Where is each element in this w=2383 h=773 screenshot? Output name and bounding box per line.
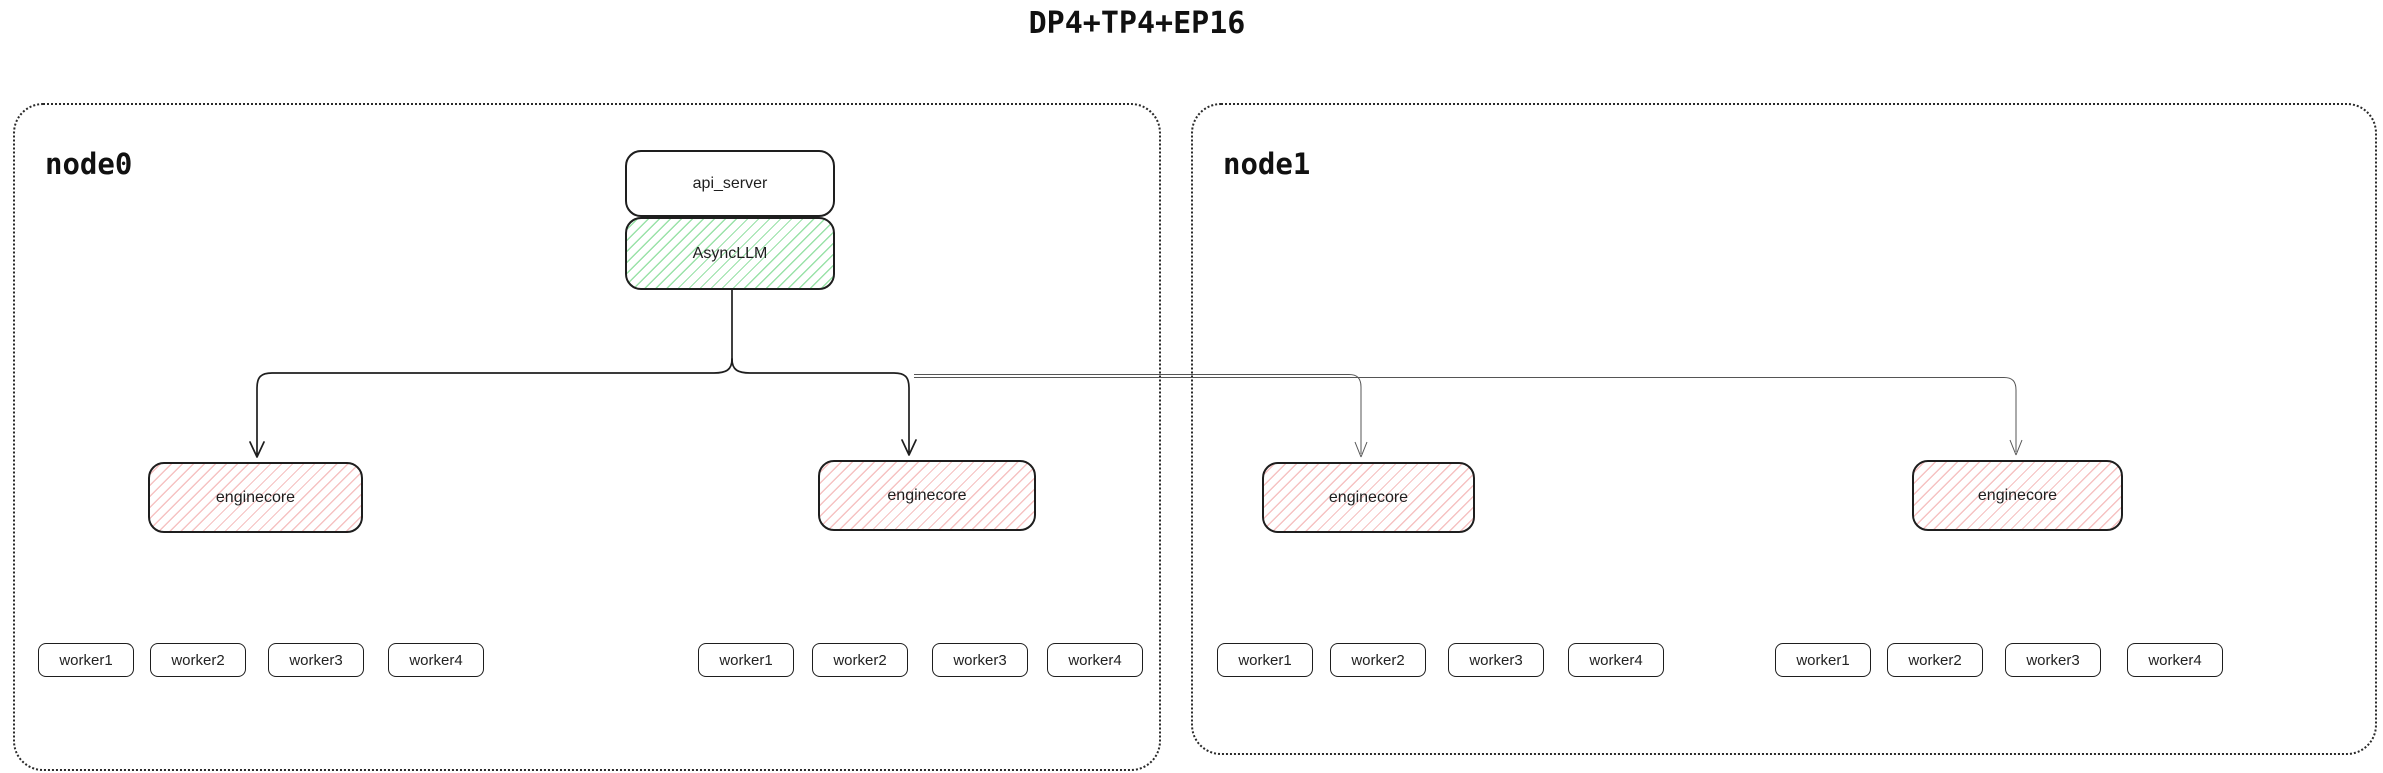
worker-label: worker3 xyxy=(2026,651,2080,669)
api-server-label: api_server xyxy=(692,174,768,192)
worker-box: worker1 xyxy=(698,643,794,677)
node1-label: node1 xyxy=(1223,147,1311,181)
worker-box: worker2 xyxy=(1887,643,1983,677)
worker-label: worker4 xyxy=(1068,651,1122,669)
worker-label: worker3 xyxy=(289,651,343,669)
enginecore-box-node0-1: enginecore xyxy=(148,462,363,533)
arrow-to-enginecore2 xyxy=(731,358,917,456)
worker-box: worker4 xyxy=(2127,643,2223,677)
worker-box: worker4 xyxy=(388,643,484,677)
worker-label: worker2 xyxy=(1351,651,1405,669)
enginecore-label: enginecore xyxy=(1977,486,2058,504)
node0-label: node0 xyxy=(45,147,133,181)
enginecore-label: enginecore xyxy=(887,486,967,504)
worker-box: worker4 xyxy=(1047,643,1143,677)
node0-container: node0 xyxy=(13,103,1161,771)
worker-box: worker4 xyxy=(1568,643,1664,677)
worker-label: worker1 xyxy=(719,651,773,669)
worker-box: worker1 xyxy=(1775,643,1871,677)
enginecore-label: enginecore xyxy=(215,488,296,506)
worker-label: worker3 xyxy=(953,651,1007,669)
asyncllm-label: AsyncLLM xyxy=(692,244,768,262)
worker-label: worker4 xyxy=(409,651,463,669)
arrow-to-enginecore4 xyxy=(914,377,2023,456)
arrow-to-enginecore1 xyxy=(249,358,733,458)
worker-label: worker1 xyxy=(1796,651,1850,669)
worker-box: worker3 xyxy=(268,643,364,677)
worker-box: worker2 xyxy=(812,643,908,677)
enginecore-box-node1-1: enginecore xyxy=(1262,462,1475,533)
worker-label: worker3 xyxy=(1469,651,1523,669)
worker-label: worker1 xyxy=(59,651,113,669)
worker-box: worker1 xyxy=(1217,643,1313,677)
worker-label: worker2 xyxy=(1908,651,1962,669)
worker-box: worker3 xyxy=(1448,643,1544,677)
api-server-box: api_server xyxy=(625,150,835,217)
enginecore-box-node1-2: enginecore xyxy=(1912,460,2123,531)
worker-box: worker2 xyxy=(150,643,246,677)
enginecore-label: enginecore xyxy=(1328,488,1409,506)
worker-label: worker2 xyxy=(171,651,225,669)
worker-box: worker3 xyxy=(2005,643,2101,677)
asyncllm-box: AsyncLLM xyxy=(625,217,835,290)
worker-box: worker2 xyxy=(1330,643,1426,677)
worker-label: worker4 xyxy=(1589,651,1643,669)
diagram-title: DP4+TP4+EP16 xyxy=(1028,6,1246,41)
node1-container: node1 xyxy=(1191,103,2377,755)
worker-label: worker2 xyxy=(833,651,887,669)
enginecore-box-node0-2: enginecore xyxy=(818,460,1036,531)
arrow-to-enginecore3 xyxy=(914,374,1368,458)
worker-box: worker1 xyxy=(38,643,134,677)
worker-label: worker1 xyxy=(1238,651,1292,669)
worker-box: worker3 xyxy=(932,643,1028,677)
worker-label: worker4 xyxy=(2148,651,2202,669)
